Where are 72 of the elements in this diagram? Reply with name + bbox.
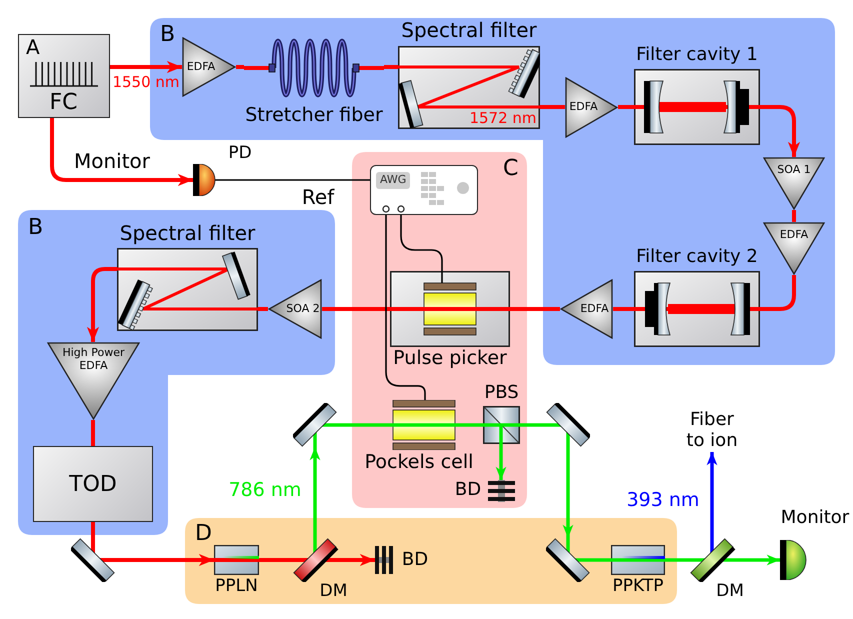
beam-line xyxy=(520,423,546,427)
beam-line xyxy=(618,105,634,109)
section-letter: B xyxy=(160,22,176,48)
edge-label: 1572 nm xyxy=(469,110,537,128)
beam-line xyxy=(613,307,634,311)
amplifier-triangle: High Power EDFA xyxy=(47,342,140,420)
section-panel xyxy=(185,518,677,604)
beam-line xyxy=(540,105,565,109)
beam-arrow xyxy=(496,444,506,480)
beam-arrow xyxy=(350,554,375,566)
beam-arrow xyxy=(50,118,193,186)
beam-line xyxy=(236,65,244,69)
section-letter: C xyxy=(503,156,518,182)
section-letter: A xyxy=(26,36,40,59)
display-label: AWG xyxy=(376,172,410,189)
component-label: DM xyxy=(716,582,744,602)
beam-line xyxy=(510,307,560,311)
amplifier-triangle: EDFA xyxy=(560,279,613,339)
beam-arrow xyxy=(310,447,320,538)
cable-line xyxy=(255,179,370,181)
beam-line xyxy=(792,210,796,222)
component-label: Filter cavity 1 xyxy=(636,45,758,66)
beam-line xyxy=(665,558,690,562)
module-box: TOD xyxy=(33,446,153,522)
component-label: PPKTP xyxy=(612,577,664,597)
component-label: Stretcher fiber xyxy=(245,105,383,127)
edge-label: 1550 nm xyxy=(112,74,180,92)
amplifier-triangle: SOA 2 xyxy=(268,279,322,339)
beam-line xyxy=(384,65,398,69)
beam-line xyxy=(337,423,360,427)
component-label: BD xyxy=(402,550,428,571)
beam-arrow xyxy=(562,447,574,538)
amplifier-triangle: EDFA xyxy=(763,222,825,275)
module-box xyxy=(18,34,110,118)
amplifier-triangle: SOA 1 xyxy=(763,157,825,210)
beam-arrow xyxy=(115,554,214,566)
section-letter: B xyxy=(28,215,44,240)
beam-line xyxy=(760,275,796,311)
component-label: PD xyxy=(228,144,252,164)
beam-line xyxy=(91,420,95,446)
component-label: Monitor xyxy=(780,508,850,529)
component-label: Filter cavity 2 xyxy=(636,247,758,268)
component-label: Spectral filter xyxy=(120,222,256,245)
endpoint-label: Fiber to ion xyxy=(684,410,740,452)
edge-label: Monitor xyxy=(74,150,150,173)
component-label: Spectral filter xyxy=(401,19,537,42)
beam-line xyxy=(590,558,611,562)
component-label: Pockels cell xyxy=(364,452,474,474)
component-label: BD xyxy=(454,480,482,501)
component-label: PPLN xyxy=(215,577,258,597)
section-panel xyxy=(352,152,527,508)
beam-line xyxy=(258,307,268,311)
beam-arrow xyxy=(746,554,780,566)
instrument-panel xyxy=(370,165,478,215)
beam-arrow xyxy=(110,60,182,74)
beam-arrow xyxy=(760,105,800,157)
edge-label: 786 nm xyxy=(228,480,302,502)
amplifier-triangle: EDFA xyxy=(565,77,618,138)
amplifier-triangle: EDFA xyxy=(182,37,236,97)
beam-line xyxy=(91,522,95,538)
beam-line xyxy=(322,307,390,311)
edge-label: Ref xyxy=(302,186,334,209)
component-label: FC xyxy=(50,90,78,116)
cable-line xyxy=(400,215,443,271)
component-label: DM xyxy=(320,582,348,602)
component-label: PBS xyxy=(484,383,519,404)
beam-line xyxy=(478,423,483,427)
edge-label: 393 nm xyxy=(626,490,700,512)
beam-line xyxy=(259,558,293,562)
beam-arrow xyxy=(706,452,718,538)
section-letter: D xyxy=(195,521,212,546)
component-label: Pulse picker xyxy=(393,348,507,370)
